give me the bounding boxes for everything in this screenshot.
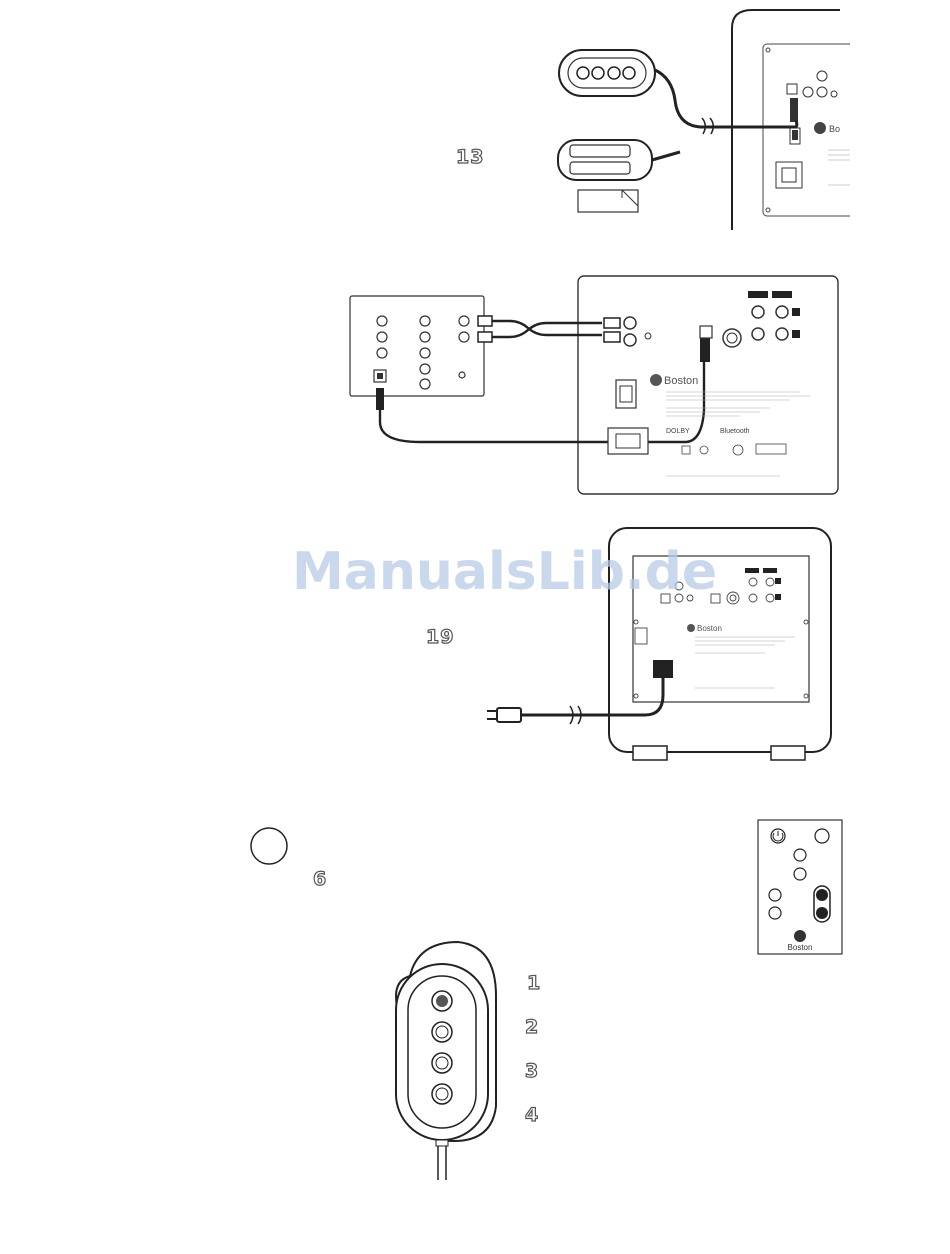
svg-text:Bo: Bo [829,124,840,134]
step-circle-marker [248,826,290,868]
bluetooth-icon [769,889,781,901]
callout-step-number: 13 [456,146,484,168]
dolby-logo: DOLBY [666,428,690,435]
brand-logo: Boston [664,375,698,387]
button-4 [432,1084,452,1104]
receiver-button-unit [388,936,500,1182]
callout-step-number: 19 [426,626,454,648]
diagram-wired-connection: Boston DOLBY Bluetooth [340,270,845,500]
bluetooth-logo: Bluetooth [720,428,750,435]
callout-button-number: 2 [525,1016,539,1038]
remote-control: Boston [756,818,844,958]
input-icon [794,868,806,880]
remote-brand-label: Boston [788,943,813,952]
brand-logo-small: Boston [697,624,722,633]
mode-icon [769,907,781,919]
callout-step-number: 6 [313,868,327,890]
callout-button-number: 3 [525,1060,539,1082]
callout-button-number: 1 [527,972,541,994]
diagram-wireless-connection: Bo [540,0,850,235]
button-3 [432,1053,452,1073]
mute-icon [794,849,806,861]
button-2 [432,1022,452,1042]
callout-button-number: 4 [525,1104,539,1126]
watermark: ManualsLib.de [292,542,717,602]
